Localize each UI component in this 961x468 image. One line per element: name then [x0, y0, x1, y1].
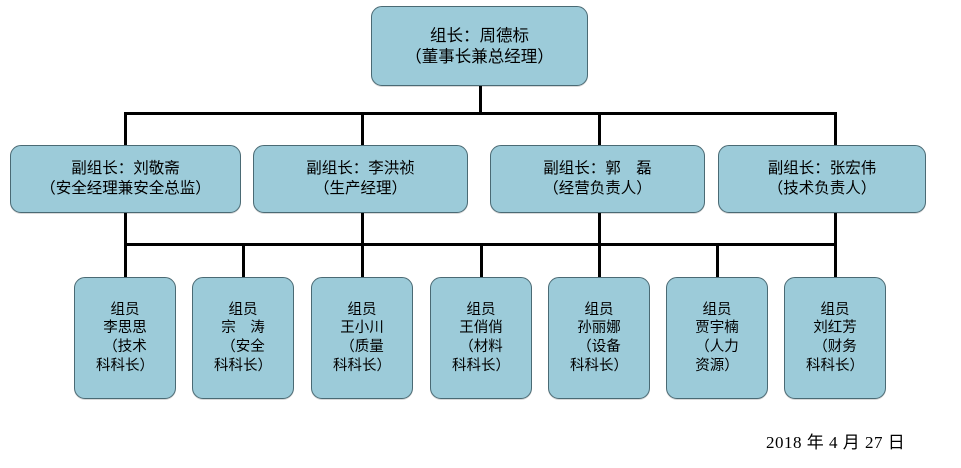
deputy-3-line-1: 副组长：郭 磊	[543, 160, 652, 178]
member-box-5[interactable]: 组员 孙丽娜 （设备 科科长）	[548, 277, 650, 399]
connector-member-drop-6	[716, 243, 719, 278]
member-1-line-1: 组员	[110, 301, 140, 318]
deputy-4-line-2: （技术负责人）	[767, 180, 877, 197]
member-5-line-2: 孙丽娜	[577, 320, 621, 337]
member-5-line-1: 组员	[584, 301, 614, 318]
leader-line-2: （董事长兼总经理）	[405, 47, 554, 66]
deputy-3-line-2: （经营负责人）	[543, 180, 652, 197]
deputy-box-4[interactable]: 副组长：张宏伟 （技术负责人）	[718, 145, 926, 213]
member-6-line-4: 资源）	[695, 357, 739, 374]
member-7-line-3: （财务	[813, 339, 857, 355]
deputy-box-2[interactable]: 副组长：李洪祯 （生产经理）	[253, 145, 468, 213]
deputy-1-line-1: 副组长：刘敬斋	[71, 160, 180, 178]
member-3-line-2: 王小川	[340, 320, 384, 337]
member-1-line-2: 李思思	[103, 320, 147, 337]
member-6-line-1: 组员	[702, 301, 732, 318]
member-3-line-1: 组员	[347, 301, 377, 318]
member-box-2[interactable]: 组员 宗 涛 （安全 科科长）	[192, 277, 294, 399]
member-7-line-4: 科科长）	[806, 357, 864, 374]
deputy-2-line-2: （生产经理）	[313, 180, 407, 197]
connector-deputy-drop-3	[598, 112, 601, 146]
deputy-box-3[interactable]: 副组长：郭 磊 （经营负责人）	[490, 145, 705, 213]
member-box-7[interactable]: 组员 刘红芳 （财务 科科长）	[784, 277, 886, 399]
member-2-line-1: 组员	[228, 301, 258, 318]
member-6-line-3: （人力	[695, 339, 739, 355]
member-5-line-3: （设备	[577, 339, 621, 355]
member-box-6[interactable]: 组员 贾宇楠 （人力 资源）	[666, 277, 768, 399]
member-2-line-4: 科科长）	[214, 357, 272, 374]
deputy-1-line-2: （安全经理兼安全总监）	[40, 180, 211, 197]
connector-deputy-stem-4	[834, 212, 837, 246]
member-box-1[interactable]: 组员 李思思 （技术 科科长）	[74, 277, 176, 399]
member-7-line-2: 刘红芳	[813, 320, 857, 337]
connector-deputy-stem-3	[598, 212, 601, 246]
connector-member-drop-2	[242, 243, 245, 278]
connector-deputy-drop-2	[361, 112, 364, 146]
member-2-line-3: （安全	[221, 339, 265, 355]
connector-member-drop-7	[834, 243, 837, 278]
member-box-4[interactable]: 组员 王俏俏 （材料 科科长）	[430, 277, 532, 399]
connector-member-drop-3	[361, 243, 364, 278]
member-3-line-3: （质量	[340, 339, 384, 355]
connector-root-stem	[479, 85, 482, 114]
member-4-line-2: 王俏俏	[459, 320, 503, 337]
connector-deputy-bus	[124, 112, 837, 115]
member-4-line-4: 科科长）	[452, 357, 510, 374]
deputy-4-line-1: 副组长：张宏伟	[767, 160, 877, 178]
member-7-line-1: 组员	[820, 301, 850, 318]
deputy-box-1[interactable]: 副组长：刘敬斋 （安全经理兼安全总监）	[10, 145, 241, 213]
member-box-3[interactable]: 组员 王小川 （质量 科科长）	[311, 277, 413, 399]
member-1-line-3: （技术	[103, 339, 147, 355]
connector-member-drop-4	[480, 243, 483, 278]
member-2-line-2: 宗 涛	[221, 320, 265, 337]
member-5-line-4: 科科长）	[570, 357, 628, 374]
deputy-2-line-1: 副组长：李洪祯	[306, 160, 415, 178]
member-4-line-3: （材料	[459, 339, 503, 355]
connector-deputy-drop-4	[834, 112, 837, 146]
connector-deputy-stem-2	[361, 212, 364, 246]
leader-line-1: 组长：周德标	[430, 25, 529, 45]
connector-member-drop-1	[124, 243, 127, 278]
footer-date: 2018 年 4 月 27 日	[766, 433, 906, 452]
member-6-line-2: 贾宇楠	[695, 320, 739, 337]
member-3-line-4: 科科长）	[333, 357, 391, 374]
member-1-line-4: 科科长）	[96, 357, 154, 374]
connector-deputy-drop-1	[124, 112, 127, 146]
connector-deputy-stem-1	[124, 212, 127, 246]
leader-box[interactable]: 组长：周德标 （董事长兼总经理）	[371, 6, 588, 86]
member-4-line-1: 组员	[466, 301, 496, 318]
connector-member-drop-5	[598, 243, 601, 278]
